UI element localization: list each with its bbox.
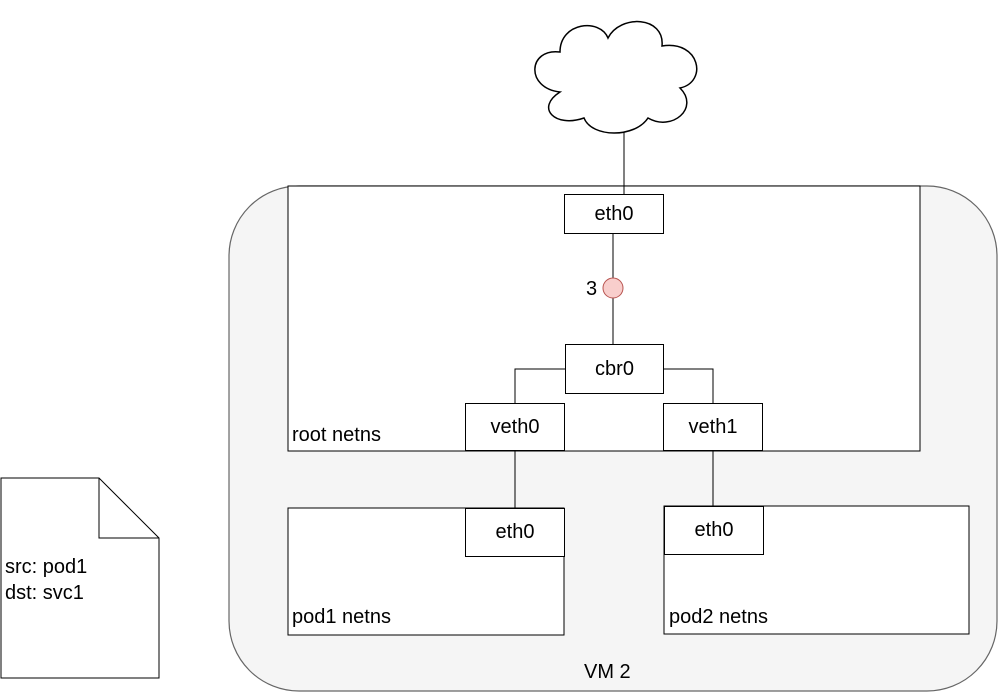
cbr0-label: cbr0 bbox=[595, 357, 634, 380]
packet-src: src: pod1 bbox=[5, 556, 88, 578]
veth0-label: veth0 bbox=[490, 415, 540, 438]
pod2-eth0-interface: eth0 bbox=[664, 506, 764, 555]
vm-label: VM 2 bbox=[584, 661, 631, 683]
veth0-interface: veth0 bbox=[465, 403, 565, 451]
root-eth0-label: eth0 bbox=[594, 202, 634, 225]
packet-dst: dst: svc1 bbox=[5, 582, 84, 604]
pod1-eth0-label: eth0 bbox=[495, 521, 535, 543]
internet-cloud-icon bbox=[534, 20, 698, 134]
pod2-eth0-label: eth0 bbox=[694, 519, 734, 541]
cbr0-to-veth1-line bbox=[664, 368, 714, 403]
pod2-netns-label: pod2 netns bbox=[669, 606, 768, 628]
pod1-netns-label: pod1 netns bbox=[292, 606, 391, 628]
cbr0-bridge: cbr0 bbox=[565, 344, 664, 394]
root-netns-label: root netns bbox=[292, 424, 381, 446]
packet-fold-icon bbox=[98, 478, 159, 539]
step-marker bbox=[602, 277, 624, 299]
veth1-label: veth1 bbox=[688, 415, 738, 438]
veth1-interface: veth1 bbox=[663, 403, 763, 451]
pod1-eth0-interface: eth0 bbox=[465, 508, 565, 557]
packet-document-icon bbox=[0, 477, 160, 679]
step-number: 3 bbox=[586, 278, 598, 300]
cbr0-to-veth0-line bbox=[514, 368, 565, 403]
root-eth0-interface: eth0 bbox=[564, 194, 664, 234]
